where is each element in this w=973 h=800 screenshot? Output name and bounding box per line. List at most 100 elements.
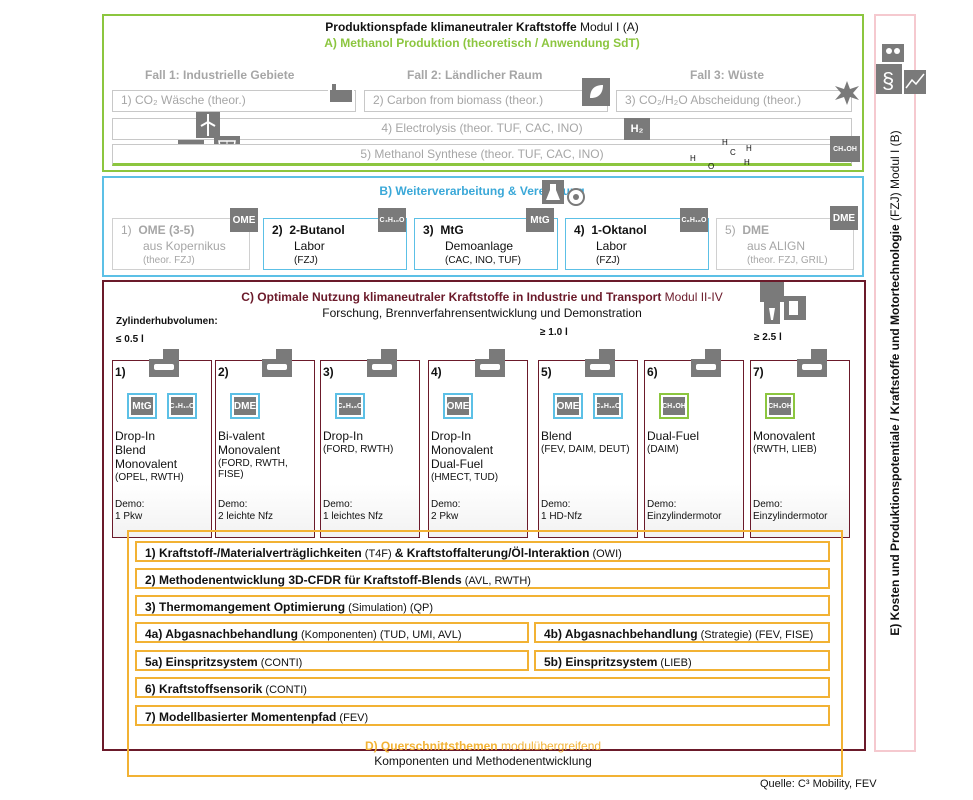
- demo-label: Demo:: [218, 499, 248, 510]
- section-a-subtitle: A) Methanol Produktion (theoretisch / An…: [324, 36, 640, 50]
- fuel-tag: C₈H₁₈O: [593, 393, 623, 419]
- case-1-label: Fall 1: Industrielle Gebiete: [145, 68, 295, 82]
- oktanol-tag: C₈H₁₈O: [680, 208, 708, 232]
- usage-line: Blend: [541, 429, 572, 443]
- cross-topic-row: 5a) Einspritzsystem (CONTI): [135, 650, 529, 671]
- co2-washing-box: 1) CO₂ Wäsche (theor.): [112, 90, 356, 112]
- b-item-ome: 1) OME (3-5) aus Kopernikus (theor. FZJ): [112, 218, 250, 270]
- methanol-molecule: H C H H O H: [690, 138, 752, 171]
- carbon-biomass-box: 2) Carbon from biomass (theor.): [364, 90, 608, 112]
- usage-line: Drop-In: [115, 429, 156, 443]
- cross-topic-row: 4b) Abgasnachbehandlung (Strategie) (FEV…: [534, 622, 830, 643]
- section-b-frame: [102, 176, 864, 277]
- cross-topic-row: 2) Methodenentwicklung 3D-CFDR für Kraft…: [135, 568, 830, 589]
- case-2-label: Fall 2: Ländlicher Raum: [407, 68, 543, 82]
- demo-value: 1 leichtes Nfz: [323, 511, 384, 522]
- fuel-tag: MtG: [127, 393, 157, 419]
- hub-small: ≤ 0.5 l: [116, 334, 144, 345]
- fuel-tag: C₈H₁₈O: [335, 393, 365, 419]
- wind-turbine-icon: [196, 112, 220, 138]
- demo-label: Demo:: [541, 499, 571, 510]
- fuel-tag: CH₃OH: [765, 393, 795, 419]
- fuel-tag: DME: [230, 393, 260, 419]
- svg-text:§: §: [882, 68, 894, 93]
- usage-line: Blend: [115, 443, 146, 457]
- column-number: 6): [647, 365, 658, 379]
- sun-icon: [834, 80, 860, 106]
- column-number: 5): [541, 365, 552, 379]
- ome-tag: OME: [230, 208, 258, 232]
- demo-label: Demo:: [431, 499, 461, 510]
- hub-large: ≥ 2.5 l: [754, 332, 782, 343]
- cross-topic-row: 6) Kraftstoffsensorik (CONTI): [135, 677, 830, 698]
- usage-line: Drop-In: [431, 429, 472, 443]
- cross-topic-row: 1) Kraftstoff-/Materialverträglichkeiten…: [135, 541, 830, 562]
- demo-label: Demo:: [323, 499, 353, 510]
- hub-label: Zylinderhubvolumen:: [116, 316, 218, 327]
- column-number: 4): [431, 365, 442, 379]
- fuel-tag: C₄H₁₀O: [167, 393, 197, 419]
- vehicle-icon: [585, 349, 619, 377]
- usage-line: Drop-In: [323, 429, 364, 443]
- demo-label: Demo:: [753, 499, 783, 510]
- usage-line: Dual-Fuel: [431, 457, 484, 471]
- usage-line: Dual-Fuel: [647, 429, 700, 443]
- section-e-title: E) Kosten und Produktionspotentiale / Kr…: [888, 130, 902, 636]
- column-number: 2): [218, 365, 229, 379]
- vehicle-icon: [367, 349, 401, 377]
- usage-line: Monovalent: [431, 443, 494, 457]
- section-c-frame: [102, 280, 866, 751]
- methanol-synthesis-box: 5) Methanol Synthese (theor. TUF, CAC, I…: [112, 144, 852, 166]
- vehicle-icon: [262, 349, 296, 377]
- partner-list: (OPEL, RWTH): [115, 472, 184, 483]
- section-d-title: D) Querschnittsthemen modulübergreifend: [364, 739, 602, 753]
- butanol-tag: C₄H₁₀O: [378, 208, 406, 232]
- demo-value: Einzylindermotor: [647, 511, 722, 522]
- b-item-2-butanol: 2) 2-Butanol Labor (FZJ): [263, 218, 407, 270]
- column-number: 3): [323, 365, 334, 379]
- column-number: 1): [115, 365, 126, 379]
- hub-medium: ≥ 1.0 l: [540, 327, 568, 338]
- demo-value: 1 HD-Nfz: [541, 511, 583, 522]
- demo-label: Demo:: [115, 499, 145, 510]
- cross-topic-row: 3) Thermomangement Optimierung (Simulati…: [135, 595, 830, 616]
- cross-topic-row: 5b) Einspritzsystem (LIEB): [534, 650, 830, 671]
- electrolysis-box: 4) Electrolysis (theor. TUF, CAC, INO): [112, 118, 852, 140]
- demo-value: Einzylindermotor: [753, 511, 828, 522]
- partner-list: (FEV, DAIM, DEUT): [541, 444, 630, 455]
- fuel-tag: CH₃OH: [659, 393, 689, 419]
- usage-line: Monovalent: [218, 443, 281, 457]
- section-c-title: C) Optimale Nutzung klimaneutraler Kraft…: [241, 290, 723, 304]
- partner-list: (FORD, RWTH, FISE): [218, 458, 288, 480]
- ch3oh-tag: CH₃OH: [830, 136, 860, 162]
- leaf-icon: [582, 78, 610, 106]
- demo-value: 1 Pkw: [115, 511, 143, 522]
- demo-value: 2 Pkw: [431, 511, 459, 522]
- usage-line: Bi-valent: [218, 429, 265, 443]
- fuel-station-icon: [760, 282, 806, 326]
- section-b-title: B) Weiterverarbeitung & Veredelung: [379, 184, 585, 198]
- case-3-label: Fall 3: Wüste: [690, 68, 765, 82]
- lab-flask-icon: [542, 180, 588, 208]
- h2-icon: H₂: [624, 118, 650, 140]
- section-e-frame: E) Kosten und Produktionspotentiale / Kr…: [874, 14, 916, 752]
- section-a-title: Produktionspfade klimaneutraler Kraftsto…: [325, 20, 639, 34]
- vehicle-icon: [149, 349, 183, 377]
- column-number: 7): [753, 365, 764, 379]
- section-c-subtitle: Forschung, Brennverfahrensentwicklung un…: [322, 306, 642, 320]
- demo-value: 2 leichte Nfz: [218, 511, 274, 522]
- source-note: Quelle: C³ Mobility, FEV: [760, 778, 877, 790]
- demo-label: Demo:: [647, 499, 677, 510]
- fuel-tag: OME: [443, 393, 473, 419]
- cross-topic-row: 7) Modellbasierter Momentenpfad (FEV): [135, 705, 830, 726]
- co2-h2o-capture-box: 3) CO₂/H₂O Abscheidung (theor.): [616, 90, 852, 112]
- b-item-1-oktanol: 4) 1-Oktanol Labor (FZJ): [565, 218, 709, 270]
- vehicle-icon: [691, 349, 725, 377]
- section-a-frame: [102, 14, 864, 172]
